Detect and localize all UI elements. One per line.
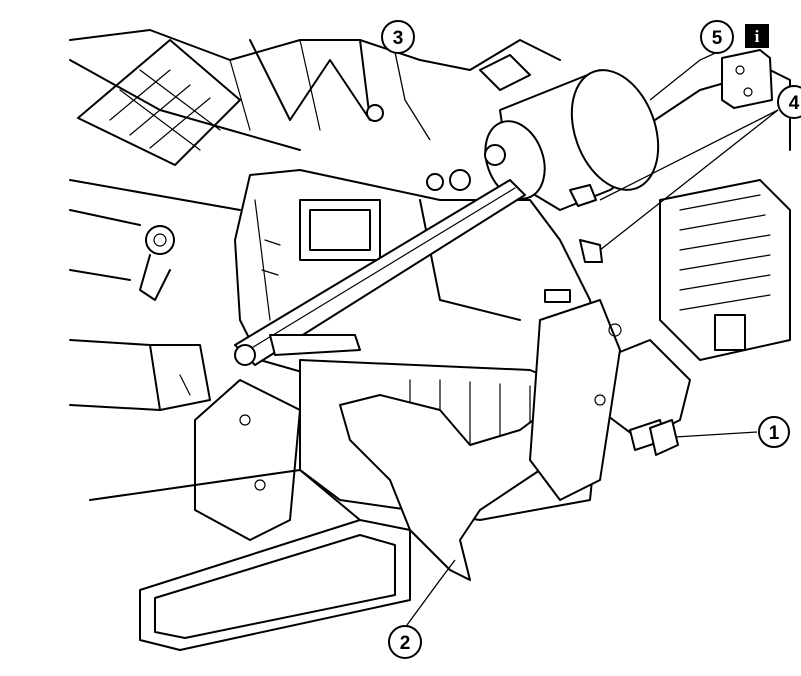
callout-2: 2 — [388, 625, 422, 659]
callout-1-label: 1 — [769, 423, 780, 444]
upper-housing-frame — [69, 29, 561, 211]
callout-4: 4 — [777, 85, 801, 119]
left-panel — [69, 339, 301, 541]
callout-3: 3 — [381, 20, 415, 54]
air-duct — [89, 469, 411, 651]
callout-2-label: 2 — [400, 633, 411, 654]
callout-1: 1 — [758, 416, 790, 448]
mounting-bracket — [721, 49, 773, 109]
electrical-module — [639, 69, 791, 361]
linkage-rod — [234, 179, 526, 366]
bolt-bracket — [529, 299, 691, 501]
actuator-motor — [479, 54, 660, 211]
small-bolts — [569, 184, 603, 263]
callout-4-label: 4 — [789, 93, 800, 114]
leader-lines — [394, 49, 779, 626]
pivot-assembly — [69, 104, 471, 301]
callout-5: 5 — [700, 20, 734, 54]
callout-5-label: 5 — [712, 28, 723, 49]
info-icon: i — [755, 27, 760, 46]
info-badge: i — [745, 24, 769, 48]
callout-3-label: 3 — [393, 28, 404, 49]
